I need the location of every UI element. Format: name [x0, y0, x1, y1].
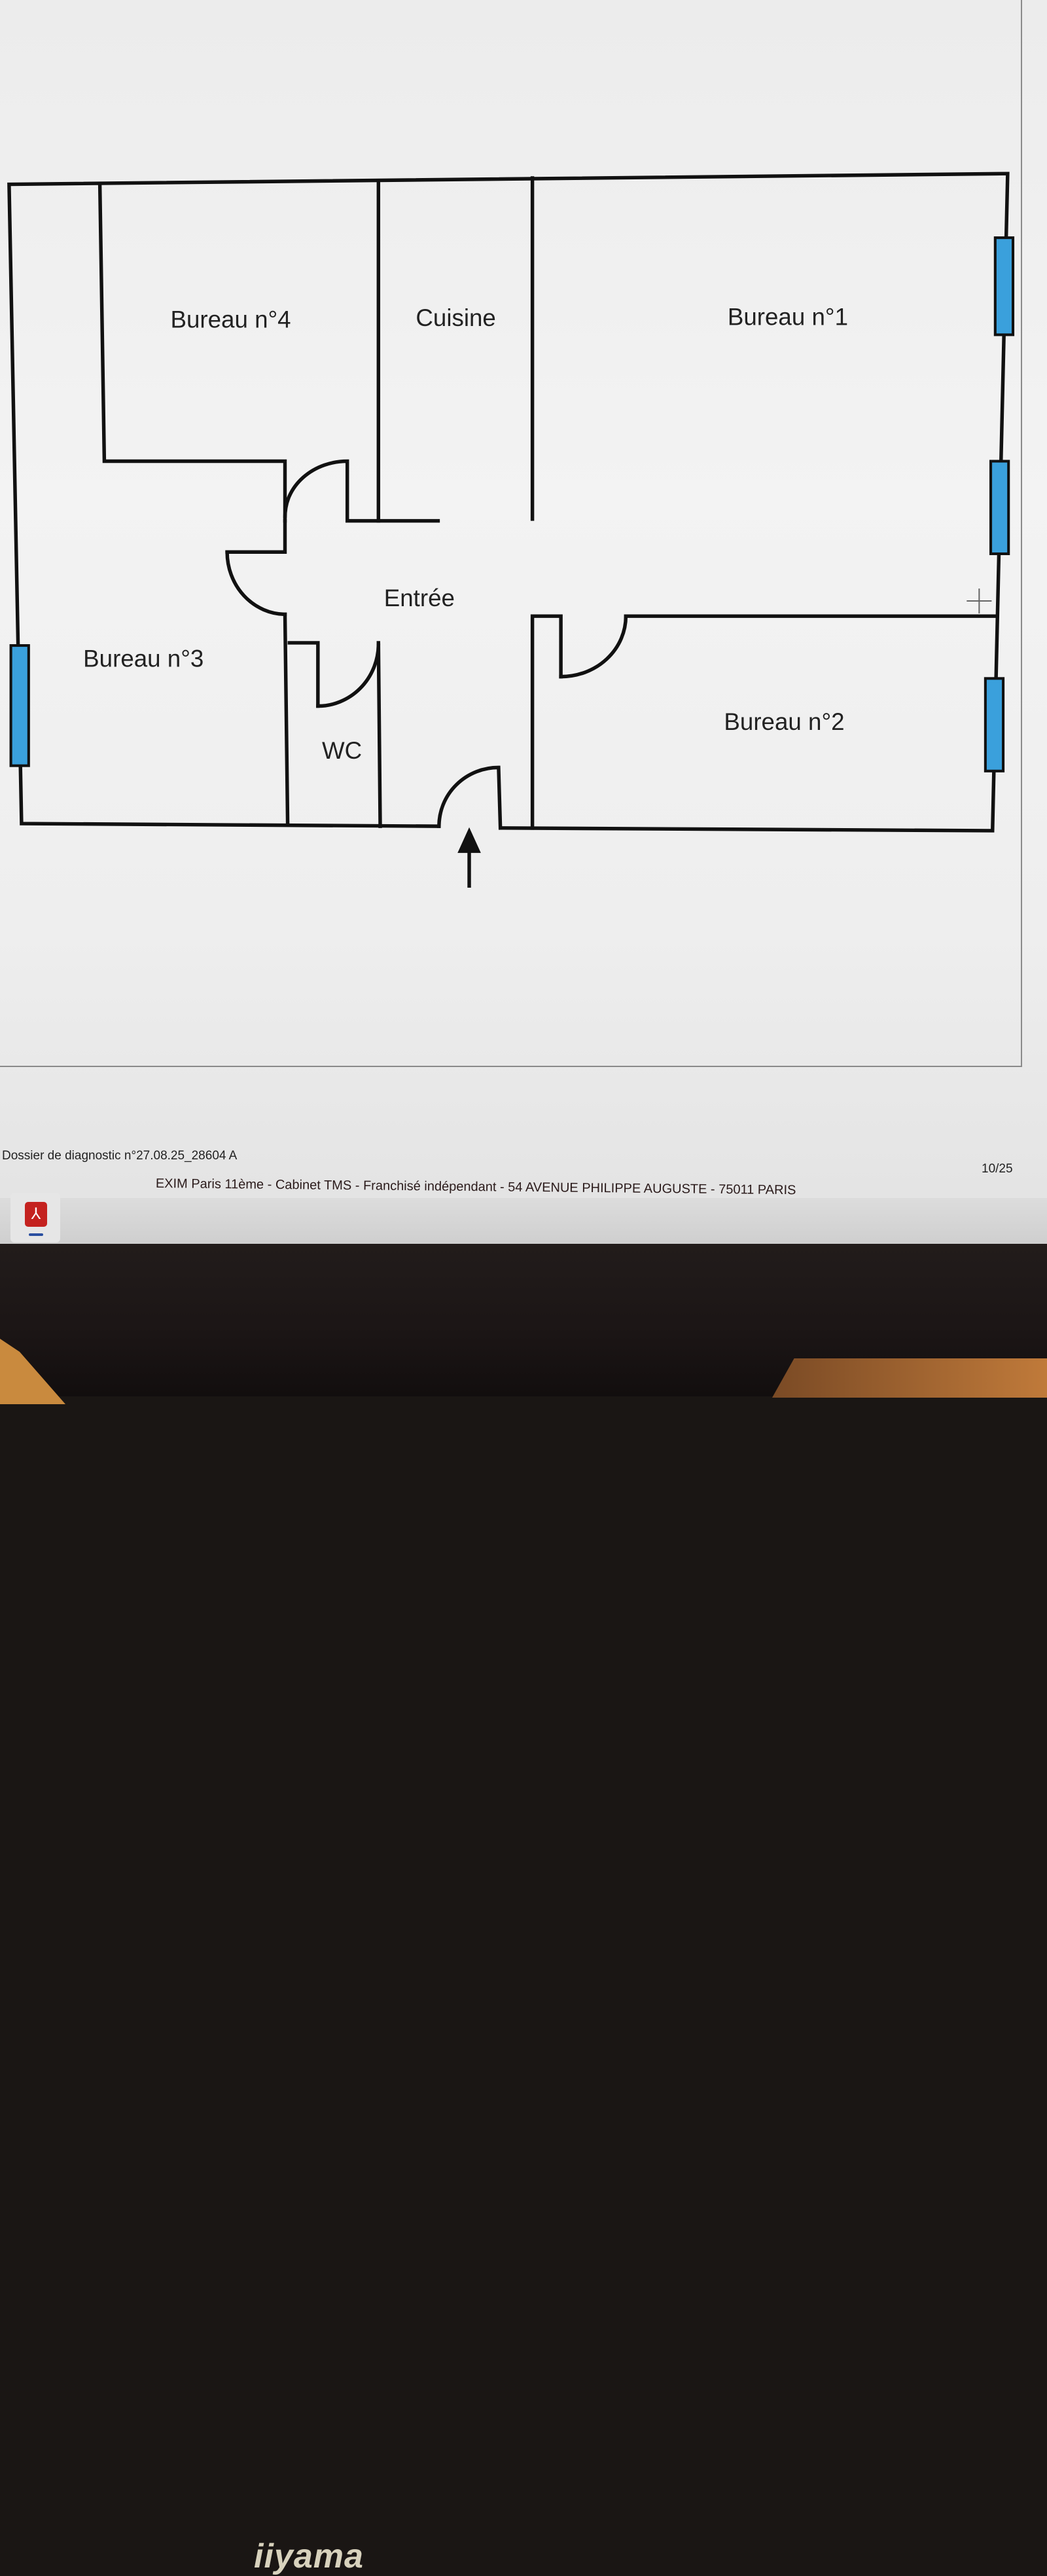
- bureau2-wall: [530, 614, 997, 830]
- entry-door: [437, 765, 503, 830]
- monitor-brand-logo: iiyama: [254, 2537, 364, 2575]
- pdf-page: [0, 0, 1022, 1067]
- window: [989, 460, 1010, 555]
- room-label-bureau3: Bureau n°3: [83, 645, 204, 672]
- screen: Bureau n°4 Cuisine Bureau n°1 Entrée Bur…: [0, 0, 1047, 1244]
- desk-surface: [772, 1358, 1047, 1398]
- floor-plan: Bureau n°4 Cuisine Bureau n°1 Entrée Bur…: [7, 172, 1015, 888]
- page-number: 10/25: [982, 1162, 1013, 1176]
- bureau3-wall: [225, 518, 290, 825]
- room-label-entree: Entrée: [384, 585, 455, 611]
- door-bureau4: [283, 459, 440, 523]
- room-label-bureau4: Bureau n°4: [170, 306, 291, 333]
- window: [9, 644, 30, 767]
- bureau4-wall: [98, 182, 287, 523]
- outer-wall: [7, 172, 1010, 833]
- window: [993, 236, 1015, 336]
- door-wc: [316, 644, 381, 708]
- walls: [7, 172, 1010, 833]
- acrobat-pdf-icon: ⅄: [25, 1202, 47, 1227]
- footer-dossier-number: Dossier de diagnostic n°27.08.25_28604 A: [2, 1149, 238, 1163]
- entry-arrow-icon: [457, 827, 481, 888]
- room-label-bureau2: Bureau n°2: [724, 708, 844, 735]
- door-bureau3: [225, 550, 287, 617]
- room-label-cuisine: Cuisine: [416, 304, 495, 331]
- room-label-wc: WC: [322, 737, 362, 764]
- active-app-indicator: [29, 1233, 43, 1236]
- windows: [9, 236, 1015, 772]
- room-label-bureau1: Bureau n°1: [728, 303, 848, 330]
- door-bureau2: [559, 614, 628, 679]
- window: [984, 677, 1005, 772]
- taskbar-acrobat-button[interactable]: ⅄: [10, 1193, 60, 1243]
- crosshair-cursor-icon: [967, 588, 992, 614]
- taskbar: [0, 1198, 1047, 1244]
- wc-wall: [287, 641, 382, 828]
